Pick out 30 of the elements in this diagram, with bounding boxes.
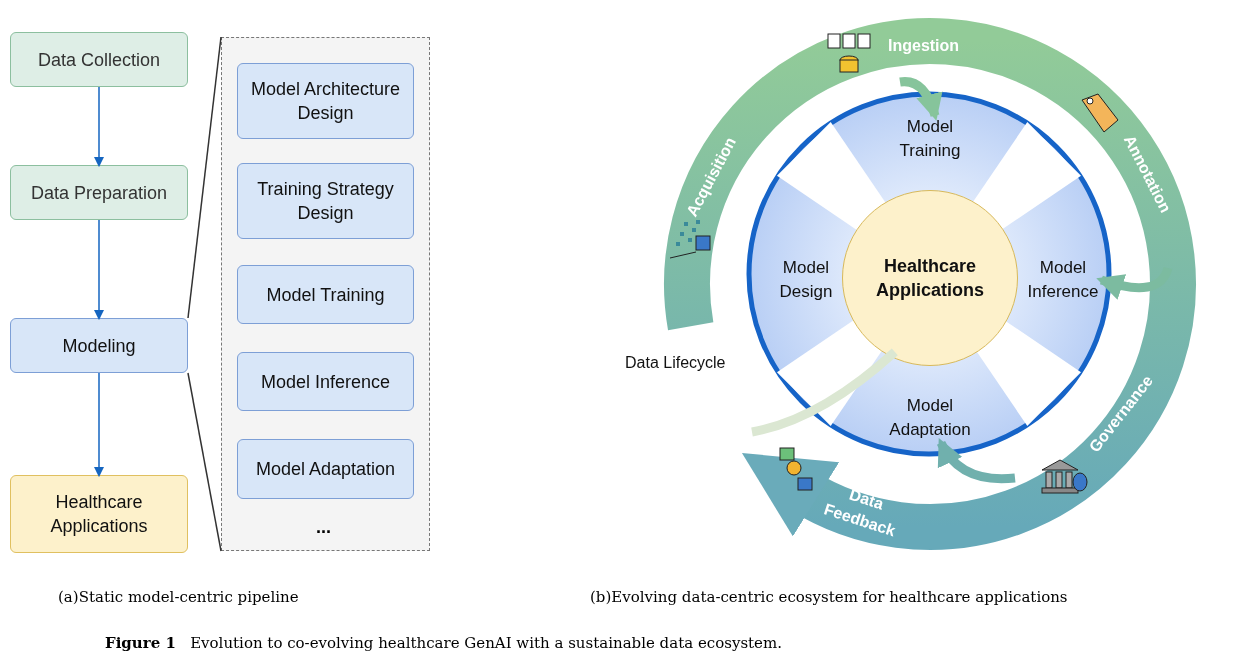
arrow [899, 77, 942, 121]
process-box: Model Architecture Design [237, 63, 414, 139]
process-box: Model Adaptation [237, 439, 414, 499]
center-label: Healthcare Applications [875, 255, 985, 302]
arrow [93, 219, 105, 321]
arrow [937, 438, 1016, 484]
subfigure-caption: (b)Evolving data-centric ecosystem for healthcare applications [590, 588, 1068, 606]
zoom-line [187, 372, 222, 552]
zoom-line [187, 36, 222, 319]
arrow [93, 86, 105, 168]
stage-label: Model Inference [1026, 257, 1100, 303]
process-box: Healthcare Applications [10, 475, 188, 553]
process-box: Modeling [10, 318, 188, 373]
stage-label: Model Design [778, 257, 834, 303]
process-box: Data Collection [10, 32, 188, 87]
figure-caption: Figure 1 Evolution to co-evolving healthcare GenAI with a sustainable data ecosystem. [105, 634, 782, 652]
fading-curve [751, 348, 898, 437]
subfigure-caption: (a)Static model-centric pipeline [58, 588, 299, 606]
stage-label: Model Training [898, 116, 962, 162]
arrow [1096, 266, 1173, 300]
stage-label: Ingestion [888, 37, 960, 55]
process-box: Data Preparation [10, 165, 188, 220]
stage-label: Model Adaptation [888, 395, 972, 441]
ring-tail-label: Data Lifecycle [625, 354, 726, 372]
process-box: Model Training [237, 265, 414, 324]
arrow [93, 372, 105, 478]
process-box: Training Strategy Design [237, 163, 414, 239]
dashed-panel [221, 37, 430, 551]
process-box: Model Inference [237, 352, 414, 411]
ellipsis-text: ... [316, 517, 331, 538]
